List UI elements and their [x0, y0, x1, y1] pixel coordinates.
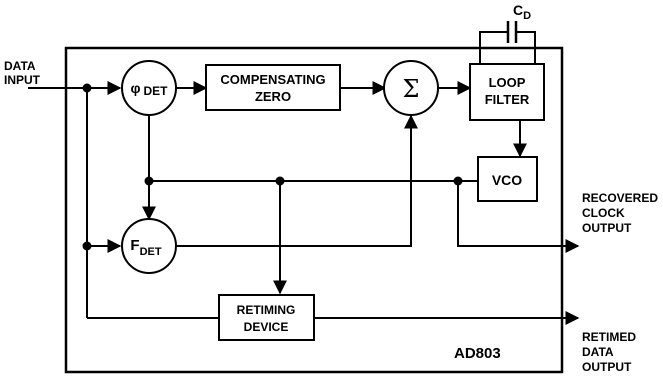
junction-dot — [82, 241, 92, 251]
phase-detector-symbol: φ — [130, 80, 140, 96]
chip-outline — [64, 46, 564, 374]
retiming-device-block: RETIMING DEVICE — [218, 294, 315, 341]
junction-dot — [144, 176, 154, 186]
phase-detector-subscript: DET — [144, 84, 169, 98]
data-input-label-line1: DATA — [4, 59, 36, 73]
vco-label: VCO — [492, 172, 522, 188]
svg-text:FDET: FDET — [130, 237, 161, 258]
recovered-clock-label-line3: OUTPUT — [582, 221, 632, 235]
compensating-zero-block: COMPENSATING ZERO — [205, 64, 341, 111]
recovered-clock-label-line2: CLOCK — [582, 206, 625, 220]
wire-cap-right — [516, 31, 536, 64]
compensating-zero-line2: ZERO — [255, 89, 291, 104]
junction-dot — [275, 176, 285, 186]
chip-name-label: AD803 — [454, 345, 501, 362]
retiming-device-line2: DEVICE — [244, 320, 289, 334]
phase-detector: φ DET — [121, 60, 177, 116]
freq-detector-subscript: DET — [140, 246, 162, 258]
recovered-clock-label-line1: RECOVERED — [582, 191, 658, 205]
retiming-device-line1: RETIMING — [237, 303, 296, 317]
vco-block: VCO — [477, 156, 538, 202]
capacitor-symbol — [506, 21, 518, 43]
retimed-data-label-line1: RETIMED — [582, 330, 636, 344]
loop-filter-line1: LOOP — [489, 75, 526, 90]
loop-filter-line2: FILTER — [485, 92, 530, 107]
wire-fdet-to-summer — [176, 114, 418, 247]
compensating-zero-line1: COMPENSATING — [220, 72, 325, 87]
retimed-data-label-line2: DATA — [582, 345, 614, 359]
summer: Σ — [383, 60, 439, 116]
loop-filter-block: LOOP FILTER — [469, 63, 545, 121]
freq-detector-symbol: F — [130, 237, 139, 254]
svg-text:CD: CD — [513, 2, 531, 22]
capacitor-subscript: D — [523, 10, 531, 22]
frequency-detector: FDET — [121, 218, 177, 274]
junctions — [82, 83, 463, 251]
capacitor-symbol-letter: C — [513, 2, 523, 18]
summer-symbol: Σ — [403, 75, 420, 103]
retimed-data-label-line3: OUTPUT — [582, 360, 632, 374]
wire-cap-left — [479, 31, 508, 64]
wires — [28, 31, 580, 325]
data-input-label-line2: INPUT — [4, 73, 41, 87]
junction-dot — [82, 83, 92, 93]
wire-recovered-clock — [457, 181, 580, 253]
capacitor-label: CD — [513, 2, 531, 22]
junction-dot — [453, 176, 463, 186]
